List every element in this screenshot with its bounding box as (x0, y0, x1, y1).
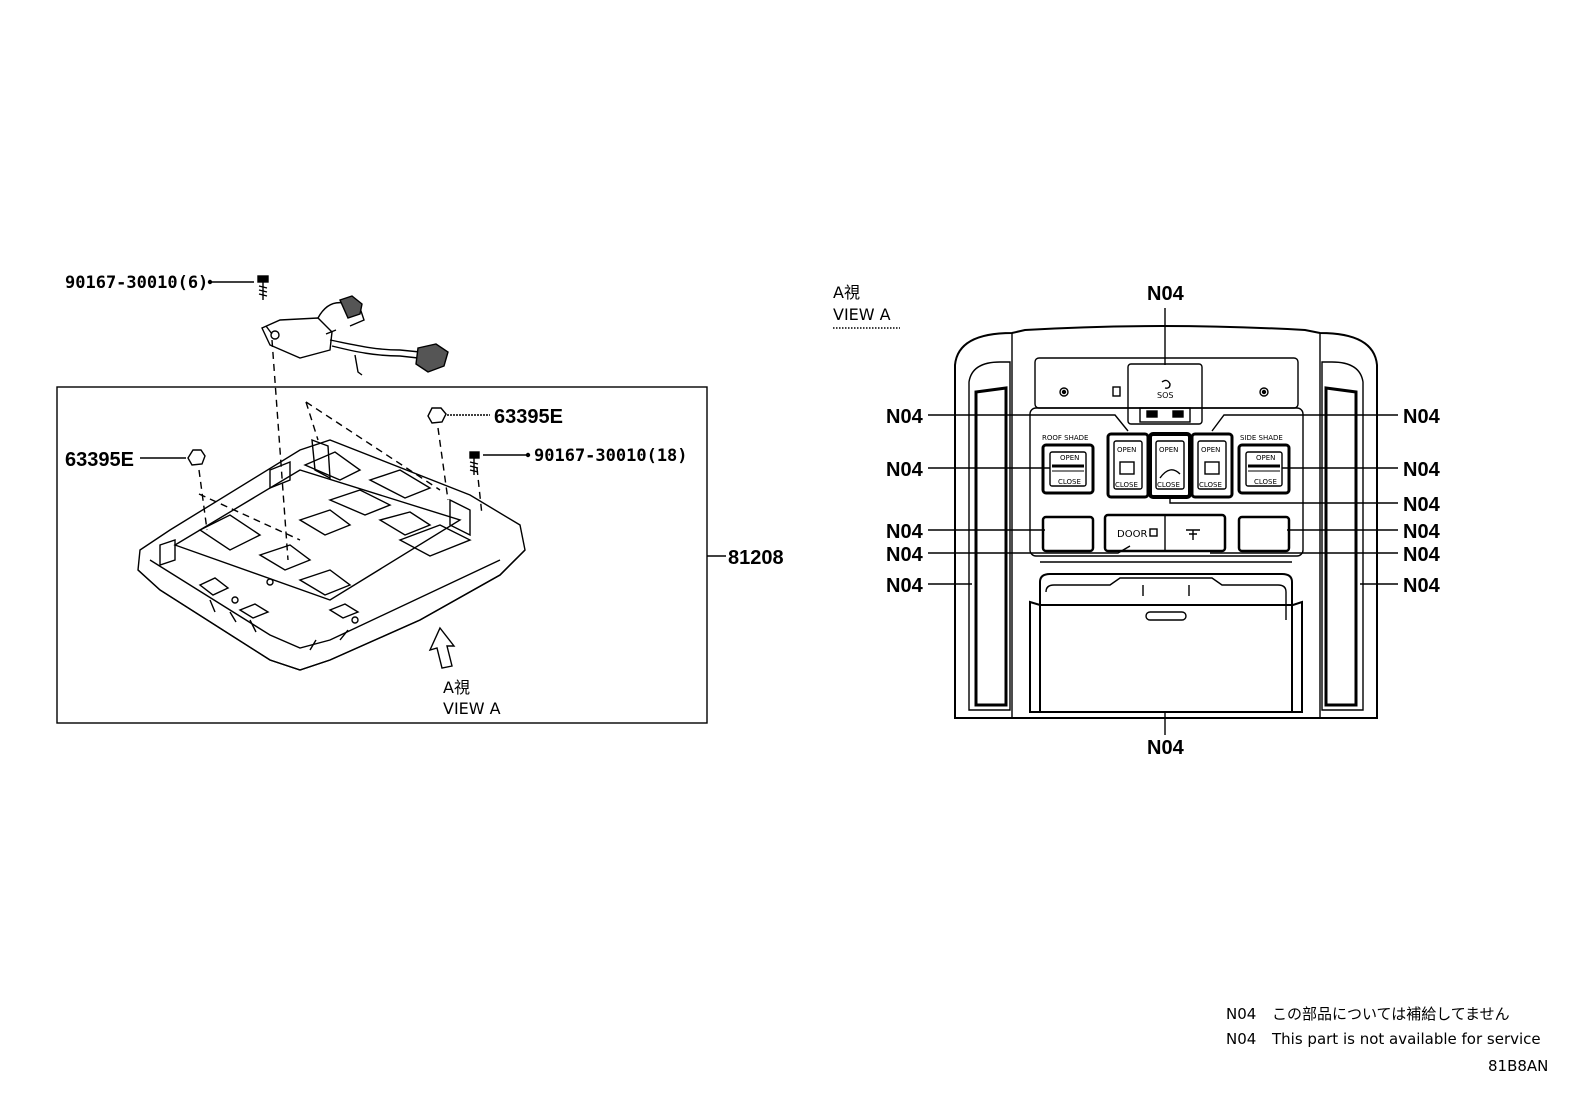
projection-lines (198, 339, 483, 561)
callout-left-1: N04 (886, 406, 924, 428)
callout-right-6: N04 (1403, 575, 1441, 597)
door-switch-2-open: OPEN (1159, 446, 1178, 454)
view-a-arrow (428, 626, 456, 669)
note-text-jp: この部品については補給してません (1272, 1005, 1510, 1023)
callout-left-5: N04 (886, 575, 924, 597)
clip-icon-left (187, 449, 206, 466)
door-switch-1-close: CLOSE (1115, 481, 1138, 489)
view-a-jp-label-right: A視 (833, 283, 860, 302)
diagram-id: 81B8AN (1488, 1057, 1548, 1075)
view-a-jp-label-left: A視 (443, 678, 470, 697)
roof-shade-text: ROOF SHADE (1042, 434, 1088, 442)
door-switch-3-open: OPEN (1201, 446, 1220, 454)
view-a-en-label-left: VIEW A (443, 699, 501, 718)
door-switch-2-close: CLOSE (1157, 481, 1180, 489)
console-housing (137, 438, 526, 671)
callout-right-2: N04 (1403, 459, 1441, 481)
callout-left-3: N04 (886, 521, 924, 543)
assembly-frame (56, 386, 708, 724)
side-open-text: OPEN (1256, 454, 1275, 462)
callout-bottom: N04 (1147, 737, 1185, 759)
bolt-icon-right (469, 451, 480, 475)
side-close-text: CLOSE (1254, 478, 1277, 486)
callout-right-4: N04 (1403, 521, 1441, 543)
roof-module-harness (261, 295, 449, 376)
callout-right-1: N04 (1403, 406, 1441, 428)
clip-left-label: 63395E (65, 449, 134, 471)
note-text-en: This part is not available for service (1271, 1030, 1541, 1048)
door-switch-1-open: OPEN (1117, 446, 1136, 454)
side-shade-text: SIDE SHADE (1240, 434, 1283, 442)
callout-right-5: N04 (1403, 544, 1441, 566)
note-code-en: N04 (1226, 1030, 1256, 1048)
clip-icon-right (427, 407, 447, 424)
callout-top: N04 (1147, 283, 1185, 305)
bolt-right-label: 90167-30010(18) (534, 446, 688, 466)
callout-leaders (928, 308, 1398, 735)
roof-open-text: OPEN (1060, 454, 1079, 462)
door-switch-3-close: CLOSE (1199, 481, 1222, 489)
callout-left-4: N04 (886, 544, 924, 566)
console-front-view (954, 325, 1378, 719)
roof-close-text: CLOSE (1058, 478, 1081, 486)
sos-text: SOS (1157, 391, 1173, 400)
callout-left-2: N04 (886, 459, 924, 481)
callout-right-3: N04 (1403, 494, 1441, 516)
note-code-jp: N04 (1226, 1005, 1256, 1023)
clip-right-label: 63395E (494, 406, 563, 428)
view-a-en-label-right: VIEW A (833, 305, 891, 324)
bolt-icon-top (257, 275, 269, 300)
assembly-part-number: 81208 (728, 547, 784, 569)
door-button-text: DOOR (1117, 529, 1147, 540)
bolt-top-label: 90167-30010(6) (65, 273, 208, 293)
